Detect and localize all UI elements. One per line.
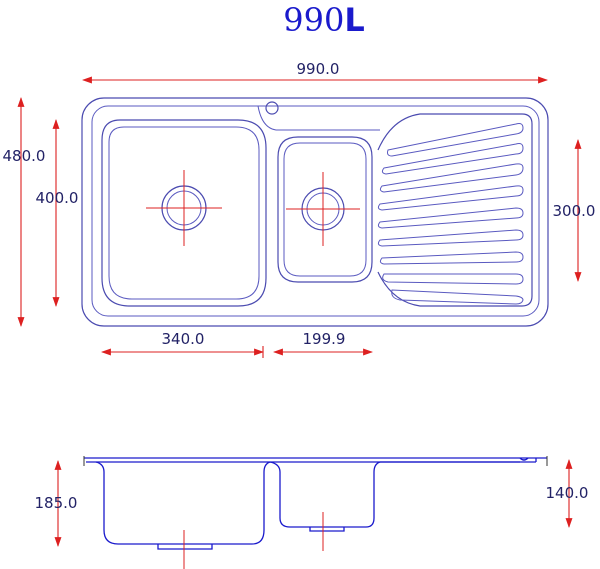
drainer-grooves xyxy=(377,123,524,305)
plan-view: 990.0 xyxy=(3,60,596,358)
large-bowl-height-label: 185.0 xyxy=(35,494,78,512)
large-bowl-depth-label: 400.0 xyxy=(36,189,79,207)
small-bowl-height-label: 140.0 xyxy=(546,484,589,502)
section-large-bowl xyxy=(95,461,271,545)
overall-depth-label: 480.0 xyxy=(3,147,46,165)
small-bowl-inner xyxy=(283,142,367,277)
sink-inner-rim xyxy=(91,105,540,317)
overall-width-label: 990.0 xyxy=(297,60,340,78)
drainer-length-label: 300.0 xyxy=(553,202,596,220)
tap-hole-ledge xyxy=(257,105,380,131)
small-bowl-outer xyxy=(277,136,373,283)
model-title: 990L xyxy=(283,1,364,39)
tap-hole xyxy=(265,101,279,115)
model-title-suffix: L xyxy=(344,1,364,39)
large-bowl-inner xyxy=(108,126,260,300)
large-bowl-width-label: 340.0 xyxy=(162,330,205,348)
small-bowl-width-label: 199.9 xyxy=(303,330,346,348)
large-bowl-outer xyxy=(101,119,267,307)
section-small-bowl xyxy=(269,461,381,528)
section-view: 185.0 140.0 xyxy=(35,456,589,569)
model-title-number: 990 xyxy=(283,1,344,39)
drainer-outline xyxy=(377,113,533,307)
sink-outer-rim xyxy=(81,97,549,327)
